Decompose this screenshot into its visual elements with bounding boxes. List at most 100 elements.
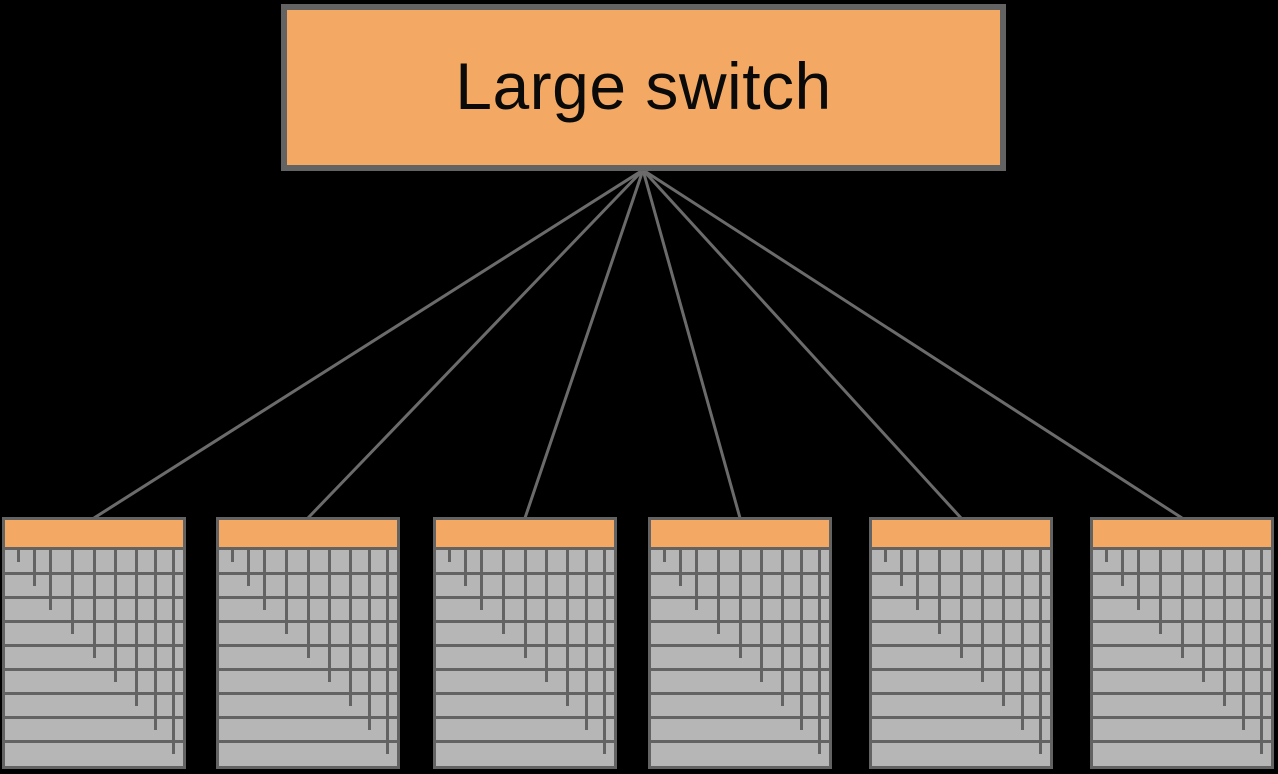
server-row-line: [436, 740, 614, 743]
cable-line: [695, 550, 698, 610]
connector-line-4: [641, 169, 742, 519]
cable-line: [502, 550, 505, 634]
cable-line: [566, 550, 569, 706]
connector-line-1: [93, 168, 644, 520]
cable-line: [981, 550, 984, 682]
rack-3: [433, 517, 617, 769]
rack-3-tor-switch: [436, 520, 614, 550]
server-row-line: [436, 668, 614, 671]
cable-line: [464, 550, 467, 586]
cable-line: [247, 550, 250, 586]
server-row-line: [872, 668, 1050, 671]
server-row-line: [5, 692, 183, 695]
rack-1-tor-switch: [5, 520, 183, 550]
rack-6: [1090, 517, 1274, 769]
server-row-line: [872, 692, 1050, 695]
rack-5-tor-switch: [872, 520, 1050, 550]
rack-3-servers: [436, 550, 614, 766]
cable-line: [368, 550, 371, 730]
server-row-line: [219, 668, 397, 671]
rack-5-servers: [872, 550, 1050, 766]
server-row-line: [1093, 692, 1271, 695]
cable-line: [679, 550, 682, 586]
cable-line: [960, 550, 963, 658]
server-row-line: [872, 716, 1050, 719]
cable-line: [900, 550, 903, 586]
cable-line: [49, 550, 52, 610]
server-row-line: [219, 692, 397, 695]
cable-line: [1242, 550, 1245, 730]
server-row-line: [651, 692, 829, 695]
cable-line: [93, 550, 96, 658]
rack-1-servers: [5, 550, 183, 766]
server-row-line: [872, 740, 1050, 743]
rack-5: [869, 517, 1053, 769]
cable-line: [135, 550, 138, 706]
cable-line: [800, 550, 803, 730]
cable-line: [307, 550, 310, 658]
cable-line: [1039, 550, 1042, 754]
cable-line: [1181, 550, 1184, 658]
cable-line: [1202, 550, 1205, 682]
cable-line: [781, 550, 784, 706]
server-row-line: [219, 740, 397, 743]
cable-line: [172, 550, 175, 754]
cable-line: [818, 550, 821, 754]
rack-1: [2, 517, 186, 769]
cable-line: [760, 550, 763, 682]
cable-line: [1137, 550, 1140, 610]
cable-line: [285, 550, 288, 634]
cable-line: [1105, 550, 1108, 562]
server-row-line: [651, 716, 829, 719]
cable-line: [1260, 550, 1263, 754]
rack-2-tor-switch: [219, 520, 397, 550]
cable-line: [328, 550, 331, 682]
cable-line: [448, 550, 451, 562]
large-switch-node: Large switch: [281, 4, 1006, 171]
connector-line-2: [306, 168, 645, 520]
cable-line: [938, 550, 941, 634]
server-row-line: [651, 740, 829, 743]
cable-line: [1223, 550, 1226, 706]
rack-4: [648, 517, 832, 769]
large-switch-label: Large switch: [455, 48, 832, 123]
cable-line: [17, 550, 20, 562]
rack-2-servers: [219, 550, 397, 766]
cable-line: [263, 550, 266, 610]
server-row-line: [5, 668, 183, 671]
cable-line: [1159, 550, 1162, 634]
cable-line: [1121, 550, 1124, 586]
cable-line: [884, 550, 887, 562]
connector-line-5: [641, 168, 963, 520]
server-row-line: [5, 716, 183, 719]
cable-line: [114, 550, 117, 682]
server-row-line: [1093, 668, 1271, 671]
cable-line: [33, 550, 36, 586]
cable-line: [916, 550, 919, 610]
server-row-line: [1093, 716, 1271, 719]
connector-line-6: [642, 168, 1183, 520]
server-row-line: [5, 740, 183, 743]
cable-line: [603, 550, 606, 754]
cable-line: [524, 550, 527, 658]
server-row-line: [219, 716, 397, 719]
cable-line: [1021, 550, 1024, 730]
cable-line: [231, 550, 234, 562]
server-row-line: [651, 668, 829, 671]
cable-line: [1002, 550, 1005, 706]
cable-line: [663, 550, 666, 562]
rack-2: [216, 517, 400, 769]
server-row-line: [436, 692, 614, 695]
cable-line: [71, 550, 74, 634]
rack-4-tor-switch: [651, 520, 829, 550]
rack-6-tor-switch: [1093, 520, 1271, 550]
cable-line: [717, 550, 720, 634]
server-row-line: [436, 716, 614, 719]
cable-line: [154, 550, 157, 730]
cable-line: [386, 550, 389, 754]
rack-6-servers: [1093, 550, 1271, 766]
cable-line: [739, 550, 742, 658]
connector-line-3: [523, 169, 645, 519]
